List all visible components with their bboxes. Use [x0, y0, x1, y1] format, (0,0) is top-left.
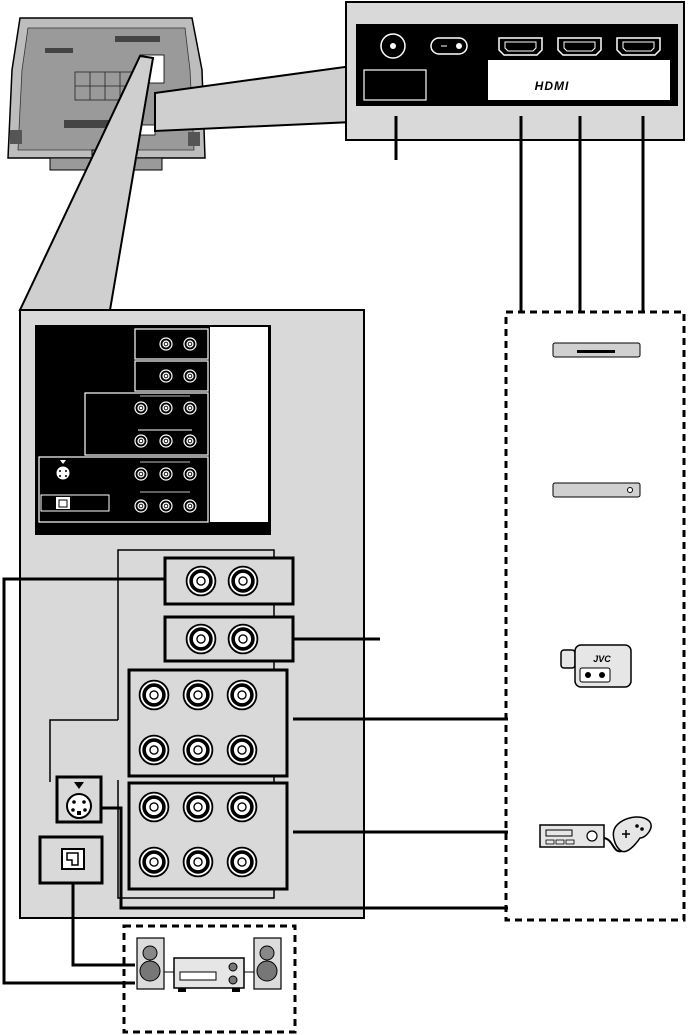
rca-jack-icon [140, 736, 169, 765]
hdmi-port-icon [499, 38, 542, 55]
rca-jack-icon [140, 848, 169, 877]
rca-jack-icon [184, 681, 213, 710]
rca-jack-icon [229, 567, 258, 596]
game-console-icon [540, 817, 651, 852]
rca-jack-icon [140, 681, 169, 710]
rca-jack-icon [228, 681, 257, 710]
hdmi-logo: HDMI [535, 79, 570, 93]
camcorder-brand: JVC [593, 654, 611, 664]
rca-jack-icon [140, 793, 169, 822]
optical-audio-jack-icon [40, 837, 102, 883]
hdmi-label-box [488, 60, 670, 100]
dvd-player-icon [553, 343, 640, 357]
hdmi-port-icon [558, 38, 601, 55]
rca-jack-icon [228, 848, 257, 877]
rca-jack-icon [184, 848, 213, 877]
audio-amplifier-icon [174, 958, 244, 992]
rca-jack-icon [187, 625, 216, 654]
antenna-label-box [364, 70, 426, 100]
antenna-jack-icon [381, 34, 405, 58]
rca-jack-icon [228, 736, 257, 765]
s-video-jack-icon [57, 777, 101, 822]
speaker-icon [137, 938, 164, 989]
rca-jack-icon [184, 736, 213, 765]
power-switch-icon [431, 38, 467, 54]
rca-jack-icon [229, 625, 258, 654]
speaker-icon [254, 938, 281, 989]
rca-jack-icon [184, 793, 213, 822]
set-top-box-icon [553, 483, 640, 497]
rca-jack-icon [187, 567, 216, 596]
optical-audio-jack-icon [56, 497, 70, 509]
terminal-overview [35, 325, 271, 535]
rca-jack-icon [228, 793, 257, 822]
camcorder-icon: JVC [561, 645, 631, 687]
hdmi-port-icon [617, 38, 660, 55]
